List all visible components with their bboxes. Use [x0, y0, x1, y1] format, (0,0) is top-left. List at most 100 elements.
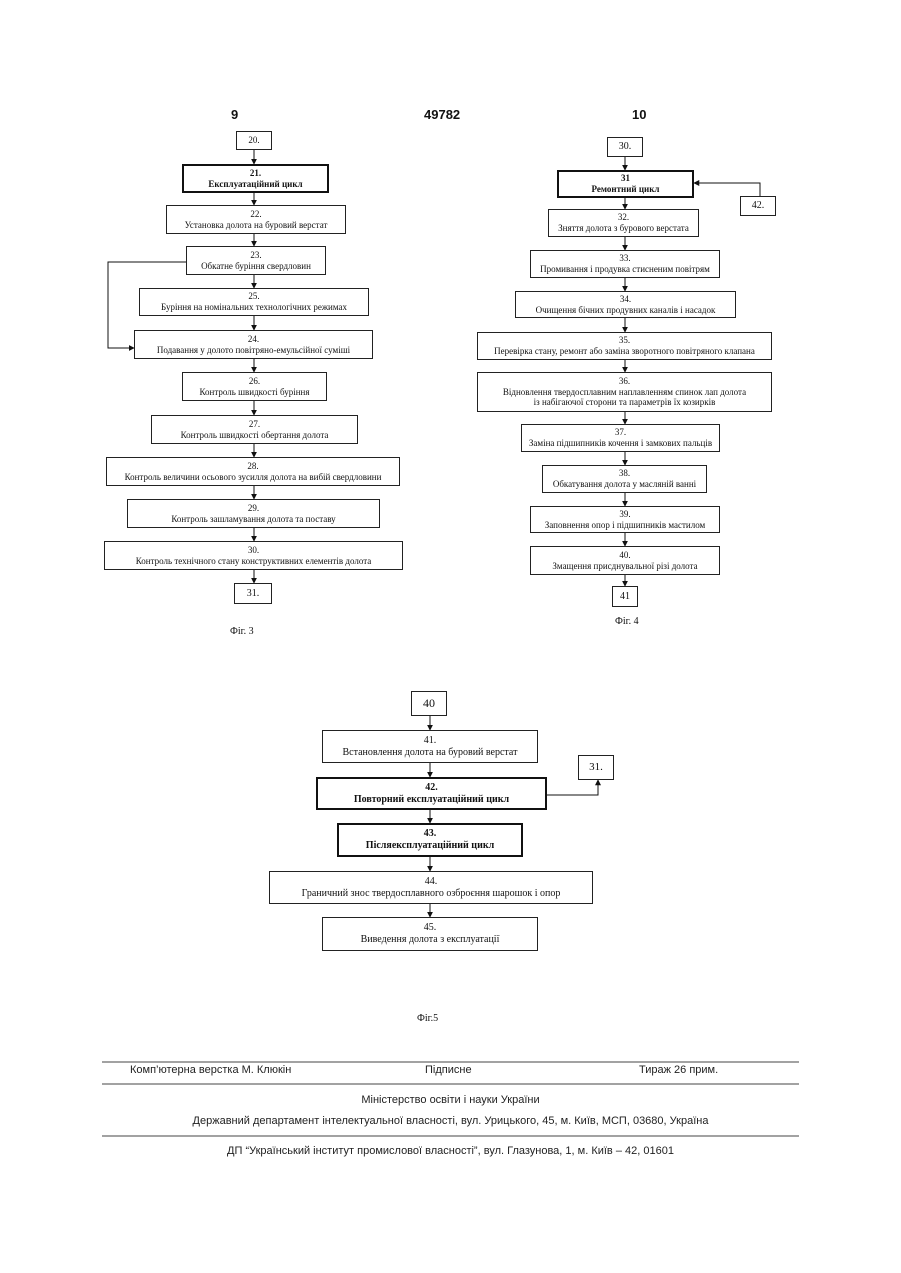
- fig3-step-24-num: 24.: [135, 334, 372, 345]
- fig4-step-34-num: 34.: [516, 294, 735, 305]
- fig5-side-node: 31.: [578, 755, 614, 780]
- fig3-step-27: 27. Контроль швидкості обертання долота: [151, 415, 358, 444]
- fig5-step-43-num: 43.: [339, 828, 521, 840]
- fig3-end-node: 31.: [234, 583, 272, 604]
- fig4-step-34: 34. Очищення бічних продувних каналів і …: [515, 291, 736, 318]
- fig4-end-label: 41: [613, 591, 637, 603]
- fig3-step-25-text: Буріння на номінальних технологічних реж…: [140, 302, 368, 313]
- fig4-step-40: 40. Змащення присднувальної різі долота: [530, 546, 720, 575]
- fig4-side-label: 42.: [741, 200, 775, 212]
- fig3-step-21-num: 21.: [184, 168, 327, 179]
- fig5-step-45-num: 45.: [323, 922, 537, 934]
- fig5-caption: Фіг.5: [417, 1013, 438, 1024]
- fig4-step-35-num: 35.: [478, 335, 771, 346]
- fig4-step-36: 36. Відновлення твердосплавним наплавлен…: [477, 372, 772, 412]
- fig3-start-node: 20.: [236, 131, 272, 150]
- fig5-step-44-text: Граничний знос твердосплавного озброєння…: [270, 888, 592, 900]
- fig3-step-26-text: Контроль швидкості буріння: [183, 387, 326, 398]
- fig5-step-42-text: Повторний експлуатаційний цикл: [318, 794, 545, 806]
- fig4-step-40-num: 40.: [531, 550, 719, 561]
- fig3-step-29-num: 29.: [128, 503, 379, 514]
- fig5-step-44-num: 44.: [270, 876, 592, 888]
- fig3-step-29: 29. Контроль зашламування долота та пост…: [127, 499, 380, 528]
- fig5-step-41-text: Встановлення долота на буровий верстат: [323, 747, 537, 759]
- fig4-step-35: 35. Перевірка стану, ремонт або заміна з…: [477, 332, 772, 360]
- footer-institute: ДП “Український інститут промислової вла…: [0, 1145, 901, 1157]
- fig3-step-27-text: Контроль швидкості обертання долота: [152, 430, 357, 441]
- fig3-end-label: 31.: [235, 588, 271, 600]
- fig5-step-45-text: Виведення долота з експлуатації: [323, 934, 537, 946]
- fig5-step-42: 42. Повторний експлуатаційний цикл: [316, 777, 547, 810]
- fig4-step-32-text: Зняття долота з бурового верстата: [549, 223, 698, 234]
- fig5-step-42-num: 42.: [318, 782, 545, 794]
- fig3-step-22-num: 22.: [167, 209, 345, 220]
- fig5-step-41: 41. Встановлення долота на буровий верст…: [322, 730, 538, 763]
- fig3-step-23: 23. Обкатне буріння свердловин: [186, 246, 326, 275]
- fig3-step-26: 26. Контроль швидкості буріння: [182, 372, 327, 401]
- fig3-step-24-text: Подавання у долото повітряно-емульсійної…: [135, 345, 372, 356]
- fig3-step-21-text: Експлуатаційний цикл: [184, 179, 327, 190]
- fig3-step-30-text: Контроль технічного стану конструктивних…: [105, 556, 402, 567]
- footer-circulation: Тираж 26 прим.: [639, 1064, 718, 1076]
- fig3-start-label: 20.: [237, 135, 271, 146]
- fig5-step-43-text: Післяексплуатаційний цикл: [339, 840, 521, 852]
- fig4-step-37-text: Заміна підшипників кочення і замкових па…: [522, 438, 719, 449]
- fig4-step-33: 33. Промивання і продувка стисненим пові…: [530, 250, 720, 278]
- fig4-step-39-num: 39.: [531, 509, 719, 520]
- fig4-step-38: 38. Обкатування долота у масляній ванні: [542, 465, 707, 493]
- fig4-step-31-num: 31: [559, 173, 692, 184]
- fig5-step-41-num: 41.: [323, 735, 537, 747]
- fig4-step-31-text: Ремонтний цикл: [559, 184, 692, 195]
- fig3-step-22: 22. Установка долота на буровий верстат: [166, 205, 346, 234]
- fig3-step-23-text: Обкатне буріння свердловин: [187, 261, 325, 272]
- fig4-end-node: 41: [612, 586, 638, 607]
- fig5-step-44: 44. Граничний знос твердосплавного озбро…: [269, 871, 593, 904]
- fig3-step-28-text: Контроль величини осьового зусилля долот…: [107, 472, 399, 483]
- fig4-step-37: 37. Заміна підшипників кочення і замкови…: [521, 424, 720, 452]
- fig4-step-35-text: Перевірка стану, ремонт або заміна зворо…: [478, 346, 771, 357]
- fig4-step-38-text: Обкатування долота у масляній ванні: [543, 479, 706, 490]
- footer-layout-credit: Комп’ютерна верстка М. Клюкін: [130, 1064, 291, 1076]
- fig4-side-node: 42.: [740, 196, 776, 216]
- fig4-step-39-text: Заповнення опор і підшипників мастилом: [531, 520, 719, 531]
- fig4-step-34-text: Очищення бічних продувних каналів і наса…: [516, 305, 735, 316]
- fig3-step-25: 25. Буріння на номінальних технологічних…: [139, 288, 369, 316]
- fig4-step-31: 31 Ремонтний цикл: [557, 170, 694, 198]
- fig4-step-39: 39. Заповнення опор і підшипників мастил…: [530, 506, 720, 533]
- footer-ministry: Міністерство освіти і науки України: [0, 1094, 901, 1106]
- fig3-step-28: 28. Контроль величини осьового зусилля д…: [106, 457, 400, 486]
- fig3-step-27-num: 27.: [152, 419, 357, 430]
- fig3-step-22-text: Установка долота на буровий верстат: [167, 220, 345, 231]
- fig3-step-30-num: 30.: [105, 545, 402, 556]
- fig3-step-29-text: Контроль зашламування долота та поставу: [128, 514, 379, 525]
- fig3-step-24: 24. Подавання у долото повітряно-емульсі…: [134, 330, 373, 359]
- fig4-step-36-text: Відновлення твердосплавним наплавленням …: [478, 387, 771, 398]
- fig4-step-40-text: Змащення присднувальної різі долота: [531, 561, 719, 572]
- fig3-step-28-num: 28.: [107, 461, 399, 472]
- fig4-step-33-num: 33.: [531, 253, 719, 264]
- fig4-step-38-num: 38.: [543, 468, 706, 479]
- fig3-step-30: 30. Контроль технічного стану конструкти…: [104, 541, 403, 570]
- fig5-step-43: 43. Післяексплуатаційний цикл: [337, 823, 523, 857]
- fig5-start-node: 40: [411, 691, 447, 716]
- fig3-step-21: 21. Експлуатаційний цикл: [182, 164, 329, 193]
- fig5-step-45: 45. Виведення долота з експлуатації: [322, 917, 538, 951]
- fig4-start-node: 30.: [607, 137, 643, 157]
- fig4-step-36-text-line2: із набігаючої сторони та параметрів їх к…: [478, 397, 771, 408]
- footer-signed: Підписне: [425, 1064, 472, 1076]
- fig5-side-label: 31.: [579, 761, 613, 774]
- fig4-step-32-num: 32.: [549, 212, 698, 223]
- fig3-caption: Фіг. 3: [230, 626, 254, 637]
- fig4-step-32: 32. Зняття долота з бурового верстата: [548, 209, 699, 237]
- fig4-step-36-num: 36.: [478, 376, 771, 387]
- fig4-start-label: 30.: [608, 141, 642, 153]
- fig3-step-25-num: 25.: [140, 291, 368, 302]
- fig4-step-33-text: Промивання і продувка стисненим повітрям: [531, 264, 719, 275]
- fig3-step-26-num: 26.: [183, 376, 326, 387]
- fig3-step-23-num: 23.: [187, 250, 325, 261]
- footer-department: Державний департамент інтелектуальної вл…: [0, 1115, 901, 1127]
- fig4-caption: Фіг. 4: [615, 616, 639, 627]
- fig4-step-37-num: 37.: [522, 427, 719, 438]
